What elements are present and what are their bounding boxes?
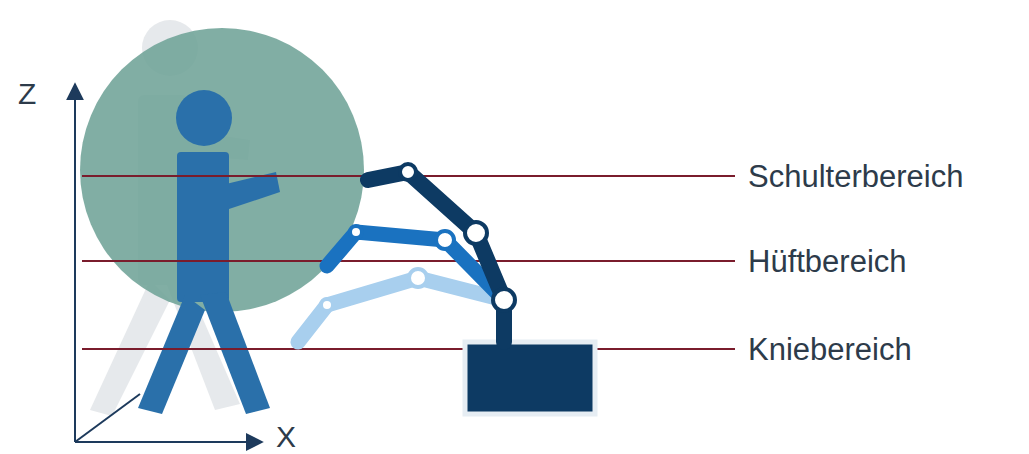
robot-arm-knee — [298, 278, 504, 342]
region-label: Hüftbereich — [748, 246, 907, 277]
region-label: Schulterbereich — [748, 161, 963, 192]
robot-joints-shoulder — [400, 164, 515, 311]
axes — [75, 84, 262, 442]
robot-arm-shoulder — [368, 172, 504, 342]
person-figure — [138, 90, 280, 414]
robot-joints-knee — [321, 269, 427, 311]
robot-joints-hip — [350, 226, 454, 249]
axis-label: X — [276, 422, 296, 452]
robot-base — [465, 342, 595, 414]
region-label: Kniebereich — [748, 334, 912, 365]
axis-label: Z — [18, 79, 36, 109]
region-lines — [82, 176, 735, 349]
